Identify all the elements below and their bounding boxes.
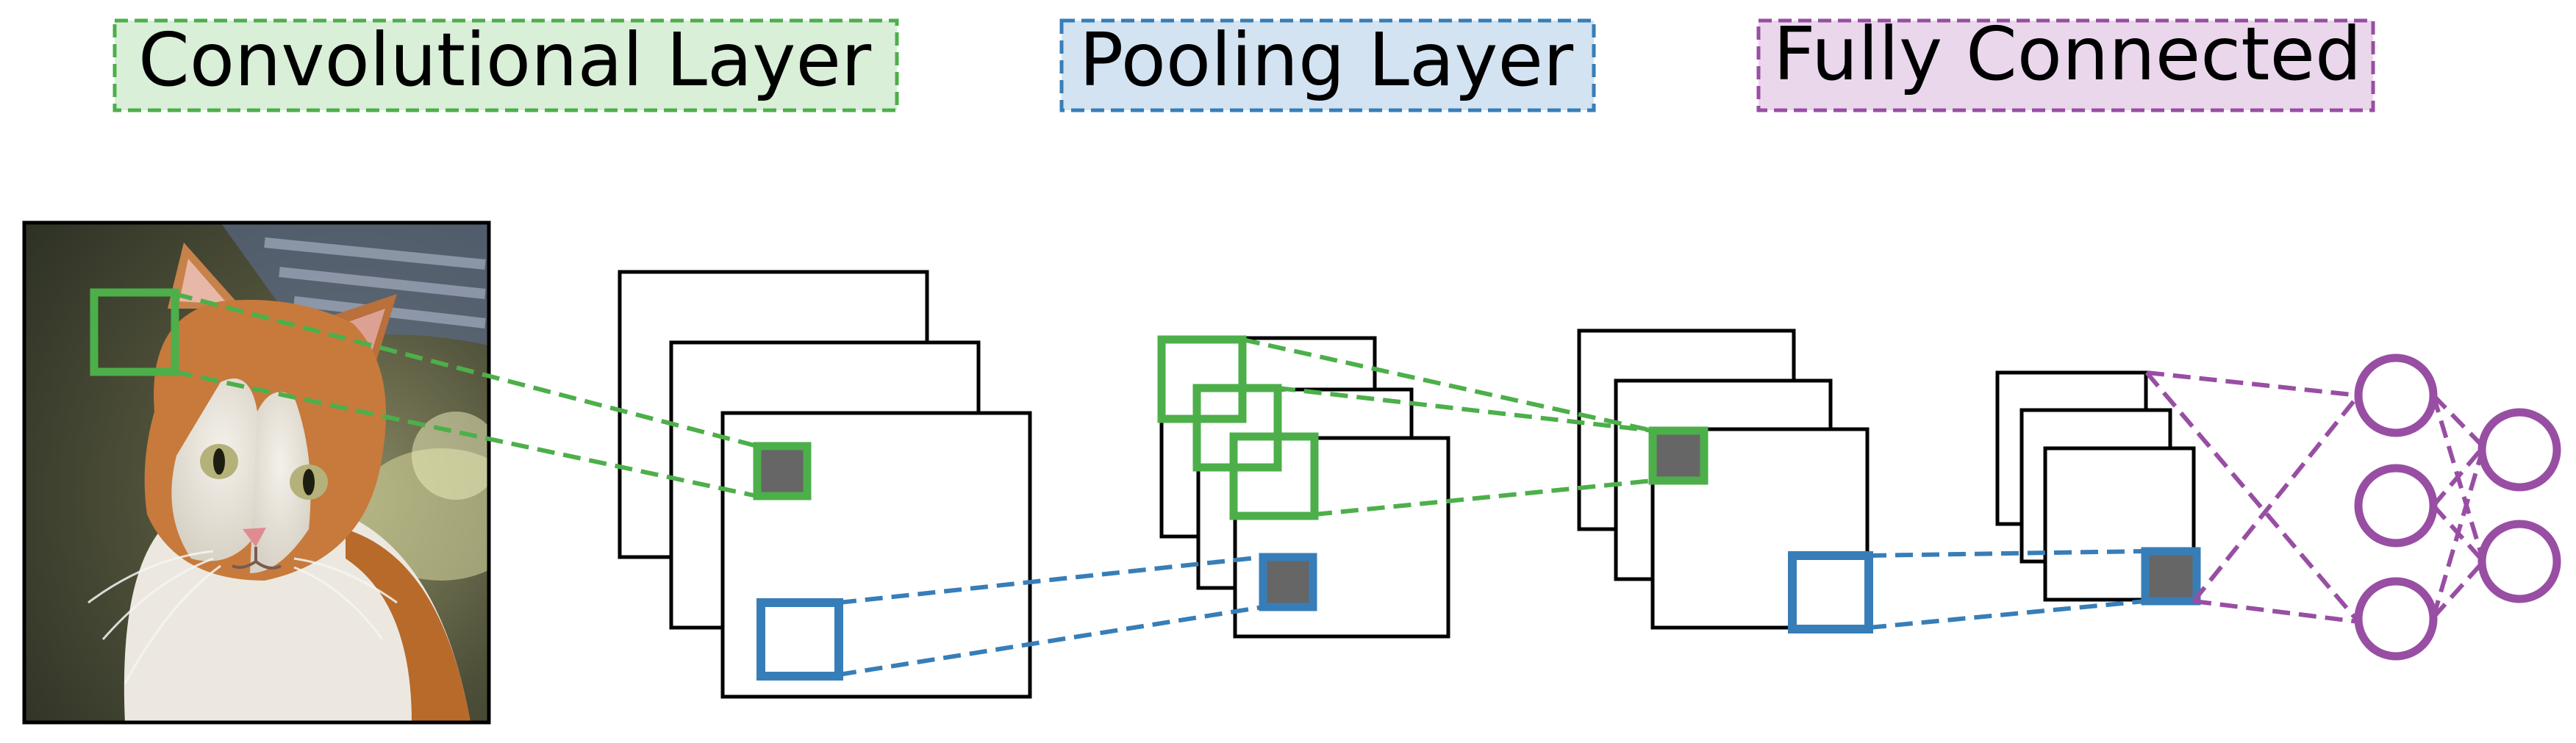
fc-neurons <box>2354 353 2561 661</box>
input-image-frame <box>22 220 491 725</box>
fc-neuron <box>2354 353 2438 437</box>
legend-pool-label: Pooling Layer <box>1079 17 1574 103</box>
legend-fc-box <box>1756 18 2375 112</box>
legend: Convolutional Layer Pooling Layer Fully … <box>112 11 2375 112</box>
conv2-field-3 <box>1229 432 1319 520</box>
input-image <box>24 223 489 722</box>
legend-pool: Pooling Layer <box>1059 17 1596 112</box>
legend-fc-label: Fully Connected <box>1773 11 2361 97</box>
pooled-feature-maps <box>1157 335 1450 639</box>
pool2-feature-maps <box>1995 370 2201 606</box>
pool-receptive-field <box>756 598 843 681</box>
conv-connections <box>174 292 1653 517</box>
conv-receptive-field <box>90 288 179 376</box>
legend-pool-box <box>1059 18 1596 112</box>
legend-conv: Convolutional Layer <box>112 17 899 112</box>
conv-output-neuron <box>753 442 812 500</box>
legend-fc: Fully Connected <box>1756 11 2375 112</box>
fc-connections <box>2144 370 2486 624</box>
pool2-neuron <box>2141 547 2201 606</box>
legend-conv-label: Convolutional Layer <box>138 17 872 103</box>
conv2-feature-maps <box>1577 329 1873 633</box>
legend-conv-box <box>112 18 899 112</box>
pooled-neuron <box>1259 553 1317 611</box>
conv2-field-1 <box>1157 335 1247 423</box>
fc-neuron <box>2354 577 2438 661</box>
pool2-receptive-field <box>1788 551 1873 633</box>
pool-connections <box>838 549 2146 677</box>
output-neuron <box>2477 520 2561 603</box>
conv-feature-maps <box>618 270 1032 699</box>
conv2-output-neuron <box>1648 426 1709 485</box>
fc-neuron <box>2354 464 2438 548</box>
output-neuron <box>2477 408 2561 492</box>
